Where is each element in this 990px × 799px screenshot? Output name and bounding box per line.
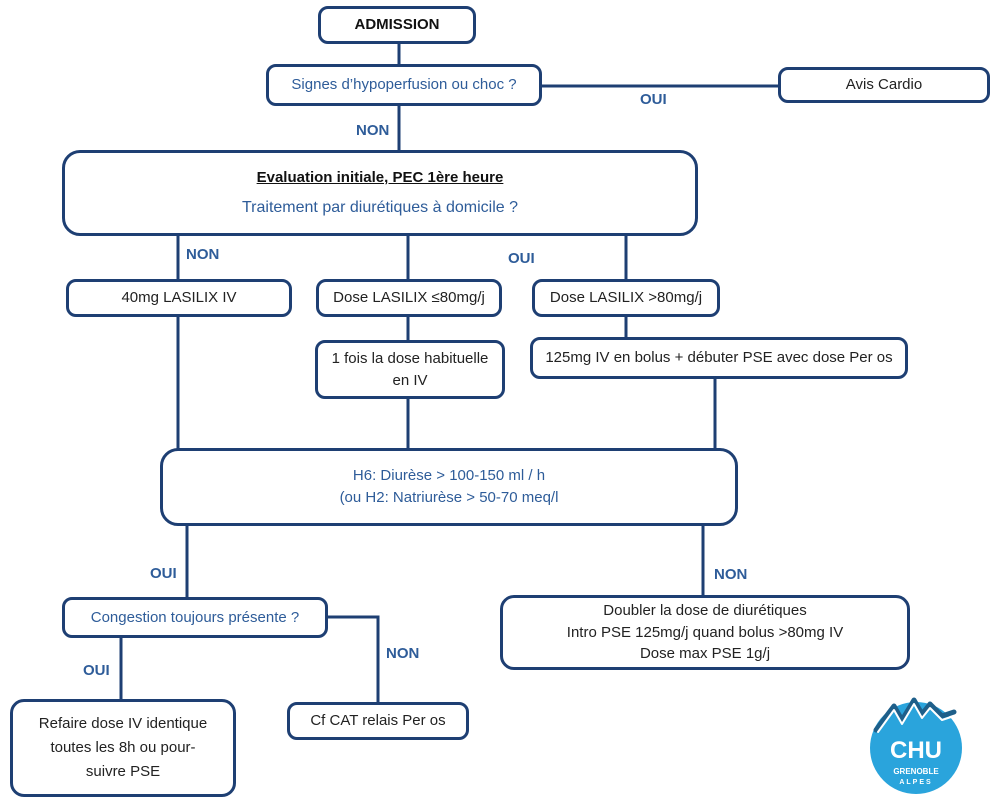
label-oui-congestion: OUI: [83, 662, 110, 679]
chu-logo-text: CHU: [890, 737, 942, 764]
node-hypoperfusion: Signes d’hypoperfusion ou choc ?: [266, 64, 542, 106]
chu-logo-sub2: ALPES: [899, 779, 932, 786]
node-h6-line2: (ou H2: Natriurèse > 50-70 meq/l: [339, 489, 559, 506]
chu-grenoble-logo: CHU GRENOBLE ALPES: [858, 686, 974, 796]
node-evaluation: Evaluation initiale, PEC 1ère heure Trai…: [62, 150, 698, 236]
node-lasilix-40-text: 40mg LASILIX IV: [121, 289, 237, 307]
label-non-left: NON: [186, 246, 220, 263]
node-refaire: Refaire dose IV identique toutes les 8h …: [10, 699, 236, 797]
node-evaluation-question: Traitement par diurétiques à domicile ?: [242, 199, 518, 217]
node-dose-le-80: Dose LASILIX ≤80mg/j: [316, 279, 502, 317]
node-hypoperfusion-text: Signes d’hypoperfusion ou choc ?: [291, 76, 517, 94]
node-doubler-line1: Doubler la dose de diurétiques: [603, 601, 807, 619]
node-dose-habituelle: 1 fois la dose habituelle en IV: [315, 340, 505, 399]
node-doubler-line3: Dose max PSE 1g/j: [639, 645, 771, 663]
node-refaire-line2: toutes les 8h ou pour-: [50, 739, 196, 756]
node-lasilix-40: 40mg LASILIX IV: [66, 279, 292, 317]
label-non-eval: NON: [356, 122, 390, 139]
node-doubler-line2: Intro PSE 125mg/j quand bolus >80mg IV: [566, 623, 844, 641]
node-refaire-line1: Refaire dose IV identique: [38, 715, 208, 732]
node-admission: ADMISSION: [318, 6, 476, 44]
label-oui-h6: OUI: [150, 565, 177, 582]
chu-logo-graphic: CHU GRENOBLE ALPES: [870, 697, 962, 794]
node-dose-le-80-text: Dose LASILIX ≤80mg/j: [333, 289, 485, 307]
node-bolus-125: 125mg IV en bolus + débuter PSE avec dos…: [530, 337, 908, 379]
node-dose-habituelle-line2: en IV: [392, 371, 428, 389]
label-non-congestion: NON: [386, 645, 420, 662]
node-admission-text: ADMISSION: [354, 16, 440, 34]
node-dose-gt-80: Dose LASILIX >80mg/j: [532, 279, 720, 317]
node-evaluation-title: Evaluation initiale, PEC 1ère heure: [256, 168, 504, 186]
label-non-h6: NON: [714, 566, 748, 583]
node-doubler: Doubler la dose de diurétiques Intro PSE…: [500, 595, 910, 670]
node-avis-cardio: Avis Cardio: [778, 67, 990, 103]
node-h6-diurese: H6: Diurèse > 100-150 ml / h (ou H2: Nat…: [160, 448, 738, 526]
node-cf-cat: Cf CAT relais Per os: [287, 702, 469, 740]
chu-logo-sub1: GRENOBLE: [893, 767, 939, 776]
node-avis-cardio-text: Avis Cardio: [845, 76, 923, 94]
node-cf-cat-text: Cf CAT relais Per os: [310, 712, 446, 730]
label-oui-mid: OUI: [508, 250, 535, 267]
node-refaire-line3: suivre PSE: [85, 763, 161, 780]
node-congestion: Congestion toujours présente ?: [62, 597, 328, 638]
node-bolus-125-text: 125mg IV en bolus + débuter PSE avec dos…: [545, 349, 893, 367]
label-oui-cardio: OUI: [640, 91, 667, 108]
node-dose-gt-80-text: Dose LASILIX >80mg/j: [549, 289, 703, 307]
node-congestion-text: Congestion toujours présente ?: [90, 608, 300, 626]
node-h6-line1: H6: Diurèse > 100-150 ml / h: [352, 467, 546, 485]
node-dose-habituelle-line1: 1 fois la dose habituelle: [331, 349, 489, 367]
edge-congestion-cfcat: [326, 615, 380, 704]
